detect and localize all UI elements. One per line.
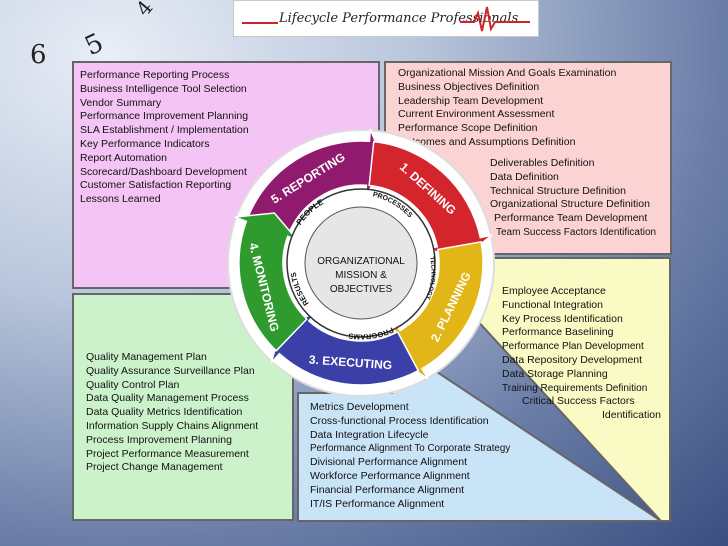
list-item: Organizational Mission And Goals Examina… (398, 67, 617, 79)
list-item: Quality Assurance Surveillance Plan (86, 364, 255, 377)
stage-arrows (234, 129, 493, 386)
list-item: Critical Success Factors (522, 395, 635, 408)
inner-label-technology: TECHNOLOGY (424, 256, 436, 300)
header-rule (242, 22, 278, 24)
list-item: Business Objectives Definition (398, 80, 540, 93)
list-item: Performance Team Development (494, 212, 648, 225)
list-item: Divisional Performance Alignment (310, 456, 467, 469)
list-item: Workforce Performance Alignment (310, 469, 470, 482)
svg-text:TECHNOLOGY: TECHNOLOGY (424, 256, 436, 300)
list-item: SLA Establishment / Implementation (80, 124, 249, 137)
list-item: Project Change Management (86, 461, 223, 474)
list-item: Performance Scope Definition (398, 122, 538, 135)
stage-arrow-executing (270, 311, 420, 386)
stage-arrow-planning (394, 240, 484, 380)
list-item: Key Process Identification (502, 312, 623, 325)
header-title: Lifecycle Performance Professionals (279, 11, 519, 26)
list-item: Performance Baselining (502, 326, 614, 339)
list-item: Performance Alignment To Corporate Strat… (310, 443, 511, 455)
list-item: Employee Acceptance (502, 285, 606, 297)
decor-digit: 6 (30, 40, 47, 70)
list-item: Identification (602, 409, 661, 422)
list-item: Project Performance Measurement (86, 447, 249, 460)
monitoring-list: Quality Management Plan Quality Assuranc… (86, 351, 258, 475)
header-banner: Lifecycle Performance Professionals (233, 0, 539, 37)
list-item: Training Requirements Definition (502, 382, 648, 394)
list-item: Report Automation (80, 151, 167, 164)
list-item: Data Quality Metrics Identification (86, 406, 243, 419)
list-item: Quality Control Plan (86, 378, 180, 391)
list-item: Functional Integration (502, 298, 603, 311)
list-item: Current Environment Assessment (398, 108, 555, 121)
center-line: MISSION & (335, 270, 387, 281)
executing-list: Metrics Development Cross-functional Pro… (310, 401, 510, 511)
list-item: Metrics Development (310, 401, 409, 413)
list-item: Process Improvement Planning (86, 433, 232, 446)
center-line: OBJECTIVES (330, 284, 393, 295)
stage-label-executing: 3. EXECUTING (308, 353, 392, 373)
list-item: Vendor Summary (80, 96, 162, 109)
list-item: Key Performance Indicators (80, 137, 210, 150)
stage-arrow-monitoring (234, 212, 308, 352)
list-item: Leadership Team Development (398, 94, 544, 107)
defining-list-bottom: Deliverables Definition Data Definition … (490, 157, 656, 240)
list-item: Technical Structure Definition (490, 184, 626, 197)
list-item: Business Intelligence Tool Selection (80, 82, 247, 95)
heartbeat-icon (460, 6, 530, 32)
panel-planning (417, 257, 671, 522)
list-item: Organizational Structure Definition (490, 198, 650, 211)
defining-list-top: Organizational Mission And Goals Examina… (398, 67, 616, 150)
list-item: Financial Performance Alignment (310, 483, 465, 496)
list-item: Deliverables Definition (490, 157, 595, 169)
center-hub (304, 206, 418, 320)
list-item: Information Supply Chains Alignment (86, 419, 259, 432)
list-item: Team Success Factors Identification (496, 226, 657, 238)
list-item: Data Integration Lifecycle (310, 428, 429, 441)
list-item: Performance Plan Development (502, 341, 644, 353)
list-item: Data Repository Development (502, 353, 643, 366)
list-item: Performance Reporting Process (80, 69, 230, 81)
list-item: IT/IS Performance Alignment (310, 497, 445, 510)
planning-list: Employee Acceptance Functional Integrati… (502, 285, 661, 423)
list-item: Scorecard/Dashboard Development (80, 165, 247, 178)
list-item: Data Storage Planning (502, 367, 608, 380)
reporting-list: Performance Reporting Process Business I… (80, 69, 249, 207)
list-item: Data Quality Management Process (86, 392, 249, 405)
list-item: Customer Satisfaction Reporting (80, 179, 232, 192)
list-item: Performance Improvement Planning (80, 110, 249, 123)
list-item: Outcomes and Assumptions Definition (398, 135, 576, 148)
center-line: ORGANIZATIONAL (317, 256, 405, 267)
list-item: Quality Management Plan (86, 351, 207, 363)
stage-arrow-reporting (246, 129, 387, 235)
stage-arrow-defining (368, 140, 493, 261)
list-item: Cross-functional Process Identification (310, 414, 489, 427)
list-item: Lessons Learned (80, 193, 161, 206)
list-item: Data Definition (490, 170, 559, 183)
